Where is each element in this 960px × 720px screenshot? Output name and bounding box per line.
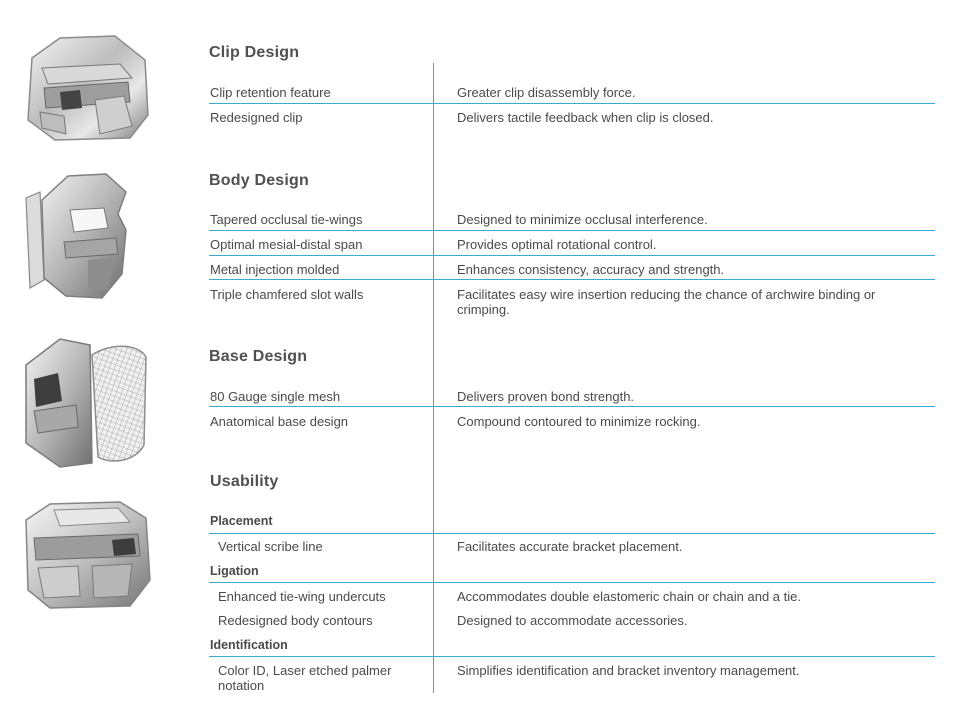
bracket-usability-icon (25, 501, 151, 609)
feature-label: Vertical scribe line (218, 539, 323, 554)
section-title-usability: Usability (210, 473, 279, 490)
feature-label: Triple chamfered slot walls (210, 287, 364, 302)
feature-label: Clip retention feature (210, 85, 331, 100)
row-divider (209, 582, 935, 583)
subheading-ligation: Ligation (210, 564, 259, 578)
feature-description: Facilitates accurate bracket placement. (457, 539, 683, 554)
row-divider (209, 279, 935, 280)
feature-description: Provides optimal rotational control. (457, 237, 657, 252)
bracket-clip-icon (27, 35, 149, 141)
bracket-body-icon (25, 173, 127, 299)
feature-label: Redesigned body contours (218, 613, 373, 628)
section-title-clip-design: Clip Design (209, 44, 300, 61)
feature-label: Enhanced tie-wing undercuts (218, 589, 386, 604)
section-title-body-design: Body Design (209, 172, 309, 189)
row-divider (209, 230, 935, 231)
feature-label: Anatomical base design (210, 414, 349, 429)
feature-description: Delivers tactile feedback when clip is c… (457, 110, 714, 125)
feature-label: Optimal mesial-distal span (210, 237, 363, 252)
feature-description: Enhances consistency, accuracy and stren… (457, 262, 725, 277)
feature-label: Metal injection molded (210, 262, 340, 277)
row-divider (209, 406, 935, 407)
feature-description: Facilitates easy wire insertion reducing… (457, 287, 876, 317)
feature-label: Color ID, Laser etched palmer notation (218, 663, 392, 693)
column-divider (433, 63, 434, 693)
feature-description: Delivers proven bond strength. (457, 389, 635, 404)
row-divider (209, 255, 935, 256)
feature-description: Accommodates double elastomeric chain or… (457, 589, 801, 604)
row-divider (209, 533, 935, 534)
subheading-identification: Identification (210, 638, 288, 652)
section-title-base-design: Base Design (209, 348, 308, 365)
row-divider (209, 103, 935, 104)
feature-label: Redesigned clip (210, 110, 303, 125)
feature-description: Compound contoured to minimize rocking. (457, 414, 701, 429)
feature-description: Designed to accommodate accessories. (457, 613, 688, 628)
row-divider (209, 656, 935, 657)
feature-label: 80 Gauge single mesh (210, 389, 341, 404)
feature-description: Designed to minimize occlusal interferen… (457, 212, 708, 227)
bracket-base-icon (25, 338, 147, 468)
subheading-placement: Placement (210, 514, 273, 528)
feature-description: Greater clip disassembly force. (457, 85, 636, 100)
feature-description: Simplifies identification and bracket in… (457, 663, 800, 678)
feature-label: Tapered occlusal tie-wings (210, 212, 363, 227)
